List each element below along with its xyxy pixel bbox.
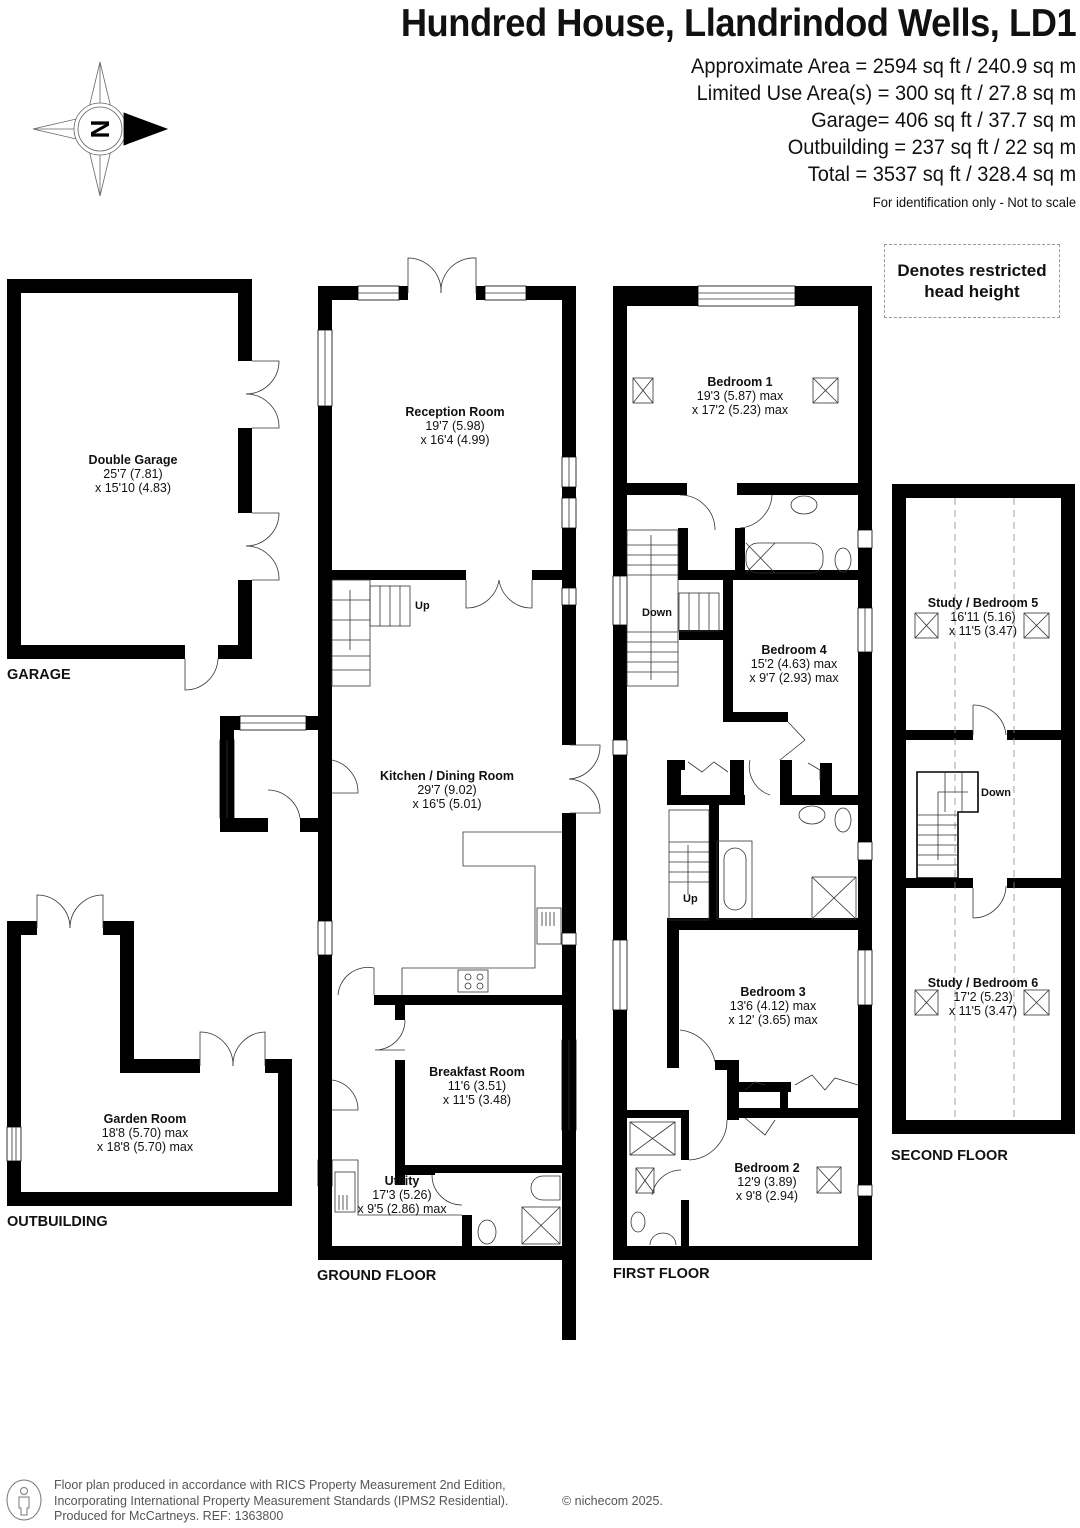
room-dim-1: 16'11 (5.16) [950,610,1016,624]
room-dim-2: x 11'5 (3.47) [948,1004,1018,1018]
room-bedroom-4: Bedroom 4 15'2 (4.63) max x 9'7 (2.93) m… [749,643,838,685]
svg-text:N: N [85,120,115,139]
room-bedroom-2: Bedroom 2 12'9 (3.89) x 9'8 (2.94) [734,1161,799,1203]
scale-note: For identification only - Not to scale [872,194,1076,210]
room-dim-2: x 16'4 (4.99) [420,433,490,447]
room-bedroom-3: Bedroom 3 13'6 (4.12) max x 12' (3.65) m… [728,985,817,1027]
restricted-head-height-legend: Denotes restricted head height [884,244,1060,318]
first-floor-walls [613,286,872,1260]
area-limited-use: Limited Use Area(s) = 300 sq ft / 27.8 s… [696,81,1076,105]
footer-line-2: Incorporating International Property Mea… [54,1493,509,1508]
room-dim-2: x 11'5 (3.47) [948,624,1018,638]
floor-label-second: SECOND FLOOR [891,1148,1008,1164]
ground-floor-walls [220,286,576,1340]
room-name: Double Garage [88,453,178,467]
outbuilding-doors [6,894,266,1162]
room-name: Bedroom 1 [707,375,773,389]
north-compass-icon: N [32,61,169,197]
footer-line-1: Floor plan produced in accordance with R… [54,1478,506,1492]
room-reception-room: Reception Room 19'7 (5.98) x 16'4 (4.99) [405,405,504,447]
footer: Floor plan produced in accordance with R… [54,1478,663,1525]
room-name: Study / Bedroom 5 [927,596,1039,610]
area-outbuilding: Outbuilding = 237 sq ft / 22 sq m [787,135,1076,159]
floor-label-ground: GROUND FLOOR [317,1268,437,1284]
legend-line-2: head height [924,282,1020,301]
room-dim-1: 11'6 (3.51) [447,1079,507,1093]
room-dim-1: 12'9 (3.89) [737,1175,797,1189]
room-name: Utility [384,1174,420,1188]
room-dim-2: x 15'10 (4.83) [94,481,172,495]
room-dim-2: x 16'5 (5.01) [412,797,482,811]
room-dim-1: 18'8 (5.70) max [101,1126,189,1140]
room-name: Kitchen / Dining Room [379,769,515,783]
stairs-up-label-first: Up [683,893,698,905]
first-floor-fixtures [612,285,873,1246]
page-title: Hundred House, Llandrindod Wells, LD1 [400,2,1077,45]
room-dim-1: 13'6 (4.12) max [729,999,817,1013]
copyright: © nichecom 2025. [562,1494,663,1508]
person-info-icon [6,1479,42,1521]
outbuilding-walls [7,921,292,1206]
room-dim-1: 19'3 (5.87) max [696,389,784,403]
garage-walls [7,279,252,659]
area-approximate: Approximate Area = 2594 sq ft / 240.9 sq… [690,54,1076,78]
room-name: Garden Room [103,1112,187,1126]
stairs-down-label-second: Down [981,787,1011,799]
area-garage: Garage= 406 sq ft / 37.7 sq m [810,108,1076,132]
room-name: Breakfast Room [429,1065,525,1079]
room-dim-1: 17'2 (5.23) [953,990,1013,1004]
floor-label-outbuilding: OUTBUILDING [7,1214,108,1230]
garage-doors [184,360,280,691]
room-dim-2: x 9'8 (2.94) [735,1189,799,1203]
room-name: Study / Bedroom 6 [927,976,1039,990]
room-dim-2: x 9'7 (2.93) max [749,671,839,685]
area-total: Total = 3537 sq ft / 328.4 sq m [807,162,1076,186]
second-floor-walls [892,484,1075,1134]
second-floor-fixtures [914,498,1050,1120]
room-name: Bedroom 2 [734,1161,800,1175]
stairs-down-label: Down [642,607,672,619]
stairs-up-label: Up [415,600,430,612]
room-name: Bedroom 3 [740,985,806,999]
legend-line-1: Denotes restricted [897,261,1047,280]
room-bedroom-1: Bedroom 1 19'3 (5.87) max x 17'2 (5.23) … [692,375,788,417]
room-dim-2: x 9'5 (2.86) max [357,1202,447,1216]
room-dim-2: x 17'2 (5.23) max [691,403,789,417]
ground-floor-fixtures [219,257,601,1245]
room-kitchen-dining: Kitchen / Dining Room 29'7 (9.02) x 16'5… [380,769,514,811]
room-dim-1: 25'7 (7.81) [103,467,163,481]
room-dim-1: 29'7 (9.02) [417,783,477,797]
room-name: Reception Room [405,405,505,419]
room-dim-2: x 11'5 (3.48) [442,1093,512,1107]
room-study-bedroom-5: Study / Bedroom 5 16'11 (5.16) x 11'5 (3… [928,596,1038,638]
header: Hundred House, Llandrindod Wells, LD1 Ap… [350,0,1077,212]
footer-line-3: Produced for McCartneys. REF: 1363800 [54,1509,284,1523]
room-dim-1: 15'2 (4.63) max [750,657,838,671]
room-name: Bedroom 4 [761,643,827,657]
room-utility: Utility 17'3 (5.26) x 9'5 (2.86) max [357,1174,446,1216]
room-dim-2: x 12' (3.65) max [728,1013,818,1027]
room-breakfast-room: Breakfast Room 11'6 (3.51) x 11'5 (3.48) [429,1065,525,1107]
room-study-bedroom-6: Study / Bedroom 6 17'2 (5.23) x 11'5 (3.… [928,976,1038,1018]
room-garden-room: Garden Room 18'8 (5.70) max x 18'8 (5.70… [97,1112,193,1154]
floor-label-first: FIRST FLOOR [613,1266,710,1282]
floor-label-garage: GARAGE [7,667,71,683]
room-dim-1: 17'3 (5.26) [372,1188,432,1202]
room-double-garage: Double Garage 25'7 (7.81) x 15'10 (4.83) [89,453,178,495]
room-dim-2: x 18'8 (5.70) max [96,1140,194,1154]
room-dim-1: 19'7 (5.98) [425,419,485,433]
